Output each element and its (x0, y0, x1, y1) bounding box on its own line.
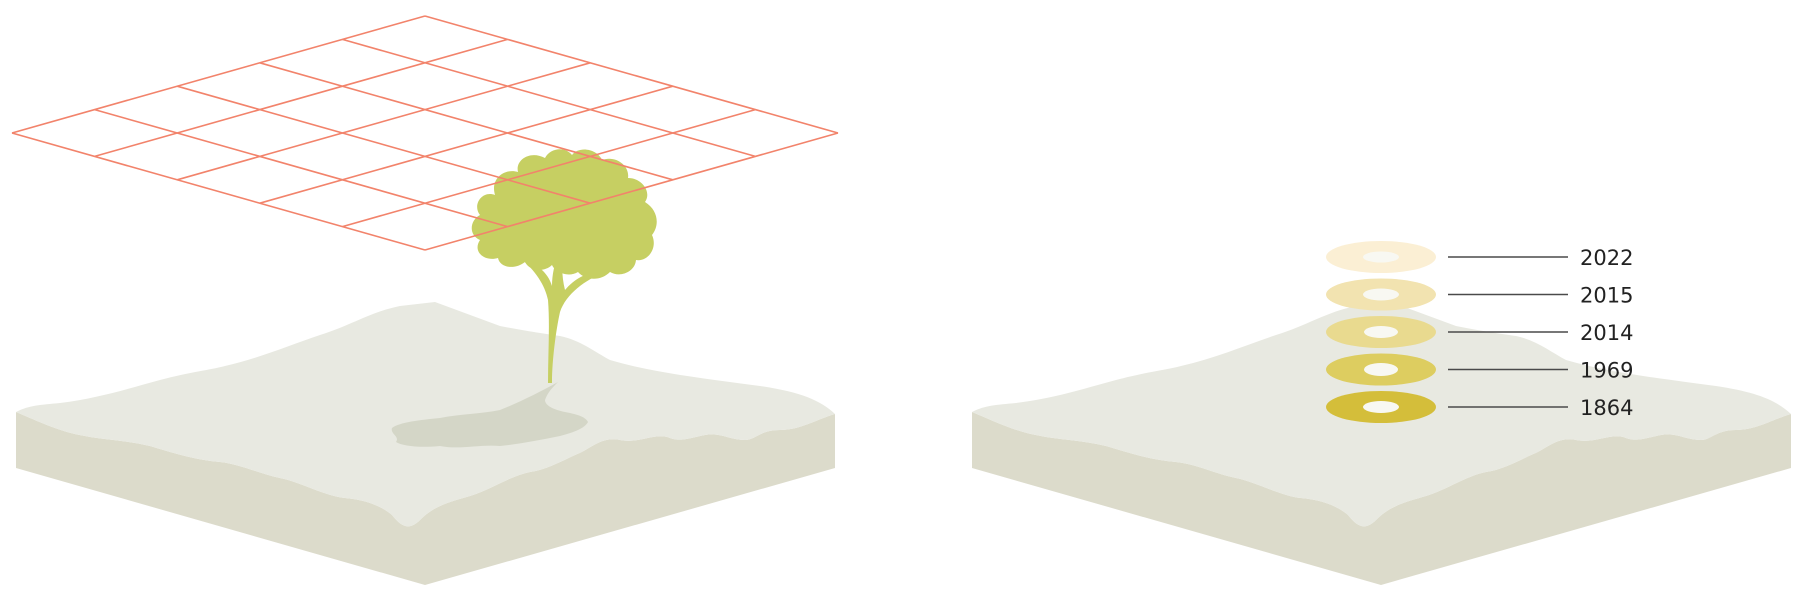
tree-ring-stack: 2022 2015 2014 1969 1864 (1326, 241, 1633, 423)
ring-year-label: 2015 (1580, 284, 1633, 308)
grid-line (94, 108, 508, 228)
left-terrain-top (16, 302, 835, 527)
ring-core (1363, 251, 1399, 263)
tree-ring-2022: 2022 (1326, 241, 1633, 273)
grid-line (94, 38, 508, 158)
grid-line (424, 132, 839, 251)
tree-canopy (471, 149, 657, 279)
tree-shadow (391, 382, 588, 448)
grid-line (11, 132, 426, 251)
grid-line (342, 38, 756, 158)
right-terrain-side (972, 412, 1791, 585)
grid-line (424, 15, 839, 134)
left-terrain-side (16, 412, 835, 585)
grid-line (342, 108, 756, 228)
tree-ring-2015: 2015 (1326, 278, 1633, 311)
grid-line (176, 62, 591, 181)
floating-grid (11, 15, 839, 251)
ring-year-label: 2014 (1580, 321, 1633, 345)
left-terrain-block (16, 302, 835, 585)
ring-year-label: 1864 (1580, 396, 1633, 420)
ring-core (1363, 288, 1399, 301)
tree-ring-1969: 1969 (1326, 353, 1633, 386)
grid-line (11, 15, 426, 134)
ring-core (1363, 401, 1399, 413)
ring-core (1364, 326, 1398, 338)
grid-line (176, 85, 591, 204)
tree-ring-2014: 2014 (1326, 316, 1633, 348)
ring-year-label: 2022 (1580, 246, 1633, 270)
ring-year-label: 1969 (1580, 359, 1633, 383)
tree-ring-1864: 1864 (1326, 391, 1633, 423)
grid-line (259, 62, 674, 181)
grid-line (259, 85, 674, 204)
tree (471, 149, 657, 383)
ring-core (1364, 363, 1398, 376)
